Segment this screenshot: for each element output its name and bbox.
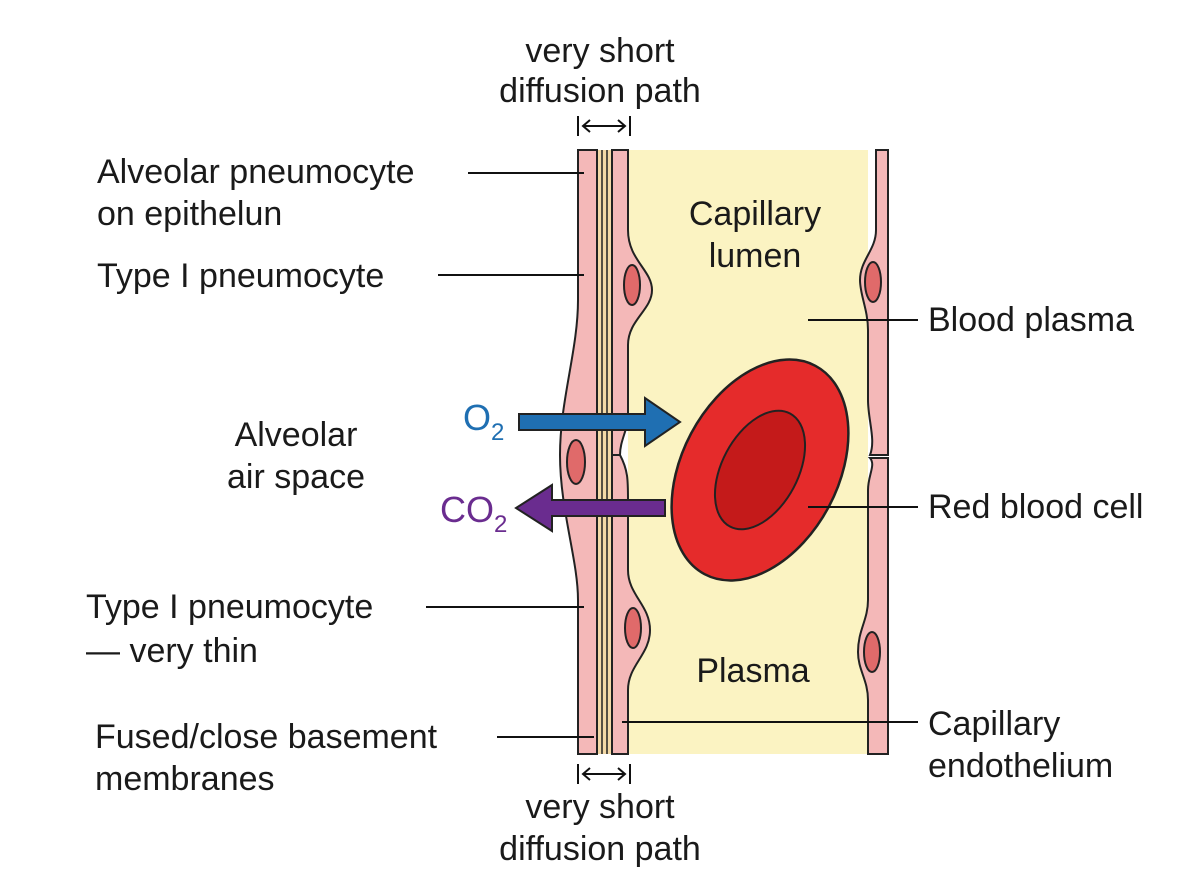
type1-pneumocyte-thin-label: — very thin	[86, 632, 258, 670]
capillary-endothelium-left-lower	[611, 454, 652, 755]
co2-label: CO2	[440, 489, 507, 538]
endothelial-nucleus	[624, 607, 642, 649]
alveolar-pneumocyte-label: on epithelun	[97, 195, 282, 233]
endothelial-nucleus	[863, 631, 881, 673]
diffusion-path-top-label: very short	[525, 32, 675, 70]
diffusion-path-marker-bottom	[577, 764, 631, 784]
capillary-endothelium-right-lower	[856, 457, 889, 755]
basement-membranes-label: membranes	[95, 760, 275, 798]
endothelial-nucleus	[864, 261, 882, 303]
o2-arrow	[518, 396, 682, 448]
alveolar-air-space-label: Alveolar	[235, 416, 358, 454]
red-blood-cell-center	[713, 409, 807, 531]
capillary-lumen-label: Capillary	[689, 195, 821, 233]
diffusion-path-bottom-label: diffusion path	[499, 830, 701, 868]
diffusion-path-marker-top	[577, 116, 631, 136]
basement-membrane-band	[597, 150, 612, 754]
red-blood-cell-label: Red blood cell	[928, 488, 1143, 526]
type1-pneumocyte-thin-label: Type I pneumocyte	[86, 588, 373, 626]
diffusion-path-bottom-label: very short	[525, 788, 675, 826]
plasma-label: Plasma	[696, 652, 809, 690]
basement-membranes-label: Fused/close basement	[95, 718, 438, 756]
o2-label: O2	[463, 397, 504, 446]
blood-plasma-label: Blood plasma	[928, 301, 1134, 339]
endothelial-nucleus	[623, 264, 641, 306]
co2-arrow	[514, 483, 666, 533]
capillary-lumen-label: lumen	[709, 237, 802, 275]
capillary-endothelium-label: Capillary	[928, 705, 1060, 743]
pneumocyte-nucleus	[566, 439, 586, 485]
type1-pneumocyte-label: Type I pneumocyte	[97, 257, 384, 295]
capillary-endothelium-label: endothelium	[928, 747, 1113, 785]
diffusion-path-top-label: diffusion path	[499, 72, 701, 110]
alveolar-air-space-label: air space	[227, 458, 365, 496]
alveolar-pneumocyte-label: Alveolar pneumocyte	[97, 153, 415, 191]
